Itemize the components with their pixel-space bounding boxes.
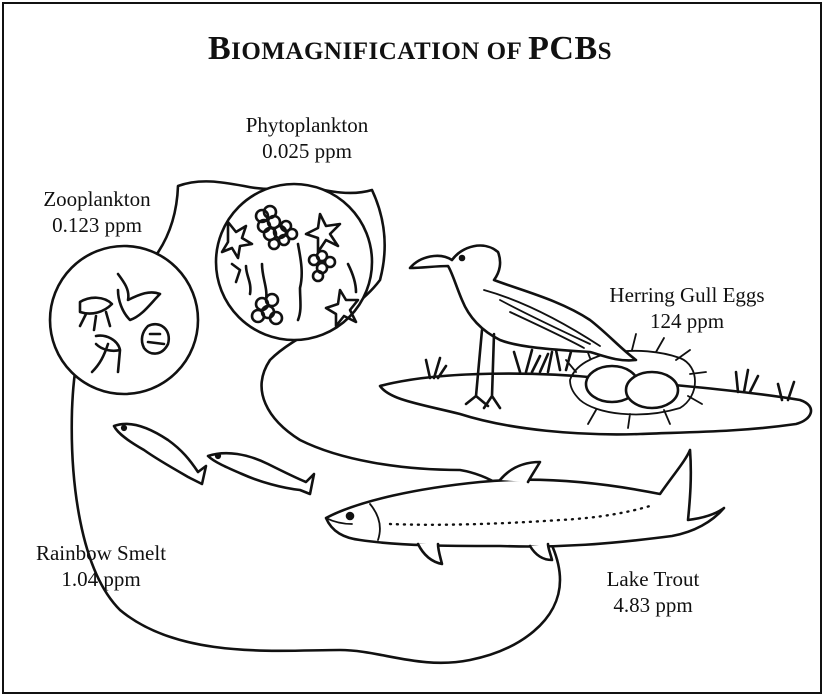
organism-concentration: 0.123 ppm bbox=[22, 212, 172, 238]
phytoplankton-circle bbox=[216, 184, 372, 340]
gull-legs bbox=[466, 330, 500, 408]
rainbow-smelt bbox=[208, 453, 314, 494]
organism-concentration: 124 ppm bbox=[592, 308, 782, 334]
rainbow-smelt bbox=[114, 424, 206, 484]
label-herring-gull-eggs: Herring Gull Eggs 124 ppm bbox=[592, 282, 782, 334]
organism-name: Rainbow Smelt bbox=[16, 540, 186, 566]
organism-name: Zooplankton bbox=[22, 186, 172, 212]
label-lake-trout: Lake Trout 4.83 ppm bbox=[588, 566, 718, 618]
organism-name: Lake Trout bbox=[588, 566, 718, 592]
smelt-eye bbox=[122, 426, 126, 430]
trout-pelvic-fin bbox=[418, 544, 442, 564]
gull-egg bbox=[626, 372, 678, 408]
label-phytoplankton: Phytoplankton 0.025 ppm bbox=[232, 112, 382, 164]
trout-anal-fin bbox=[530, 544, 552, 560]
organism-concentration: 0.025 ppm bbox=[232, 138, 382, 164]
organism-concentration: 1.04 ppm bbox=[16, 566, 186, 592]
zooplankton-circle bbox=[50, 246, 198, 394]
organism-name: Phytoplankton bbox=[232, 112, 382, 138]
trout-eye bbox=[347, 513, 353, 519]
organism-name: Herring Gull Eggs bbox=[592, 282, 782, 308]
organism-concentration: 4.83 ppm bbox=[588, 592, 718, 618]
label-rainbow-smelt: Rainbow Smelt 1.04 ppm bbox=[16, 540, 186, 592]
label-zooplankton: Zooplankton 0.123 ppm bbox=[22, 186, 172, 238]
smelt-eye bbox=[216, 454, 220, 458]
gull-eye bbox=[460, 256, 464, 260]
